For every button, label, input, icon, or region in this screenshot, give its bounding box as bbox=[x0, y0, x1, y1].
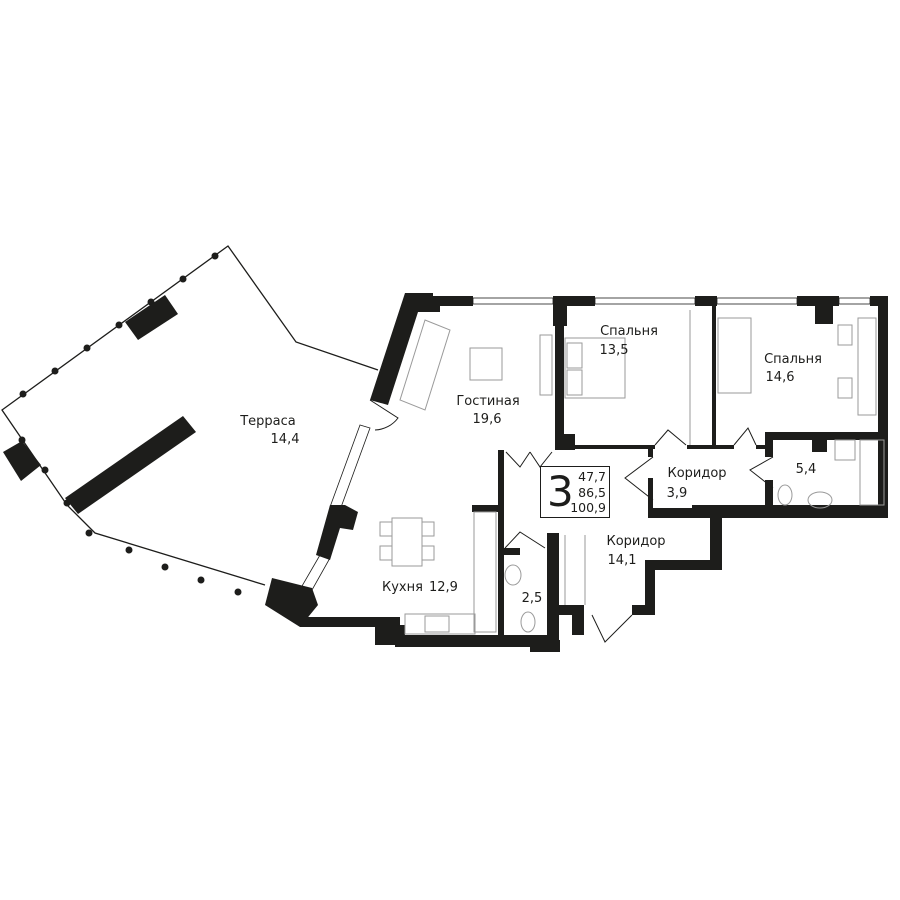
room-area-wc: 2,5 bbox=[521, 591, 543, 606]
total-area-with-terrace: 100,9 bbox=[570, 500, 606, 515]
terrace-railing-posts bbox=[18, 252, 242, 596]
room-area-corridor-2: 14,1 bbox=[607, 553, 637, 568]
tv-stand bbox=[539, 334, 553, 396]
double-bed bbox=[564, 337, 626, 399]
room-name-bedroom-2: Спальня bbox=[764, 352, 822, 367]
desk bbox=[857, 317, 877, 416]
total-area: 86,5 bbox=[578, 484, 606, 500]
sofa bbox=[399, 319, 451, 411]
washer bbox=[834, 439, 856, 461]
terrace-glazing bbox=[301, 424, 371, 591]
room-name-corridor-1: Коридор bbox=[667, 466, 727, 481]
living-area: 47,7 bbox=[578, 469, 606, 484]
room-area-kitchen: 12,9 bbox=[429, 580, 458, 595]
room-area-living: 19,6 bbox=[472, 412, 502, 427]
room-name-bedroom-1: Спальня bbox=[600, 324, 658, 339]
bathtub bbox=[859, 439, 885, 506]
room-name-terrace: Терраса bbox=[240, 414, 296, 429]
coffee-table bbox=[469, 347, 503, 381]
single-bed bbox=[717, 317, 752, 394]
furniture bbox=[379, 310, 885, 635]
dining-table bbox=[391, 517, 423, 567]
room-name-corridor-2: Коридор bbox=[606, 534, 666, 549]
apartment-summary-badge: 3 47,7 86,5 100,9 bbox=[540, 466, 610, 518]
room-name-living: Гостиная bbox=[456, 394, 520, 409]
terrace bbox=[1, 245, 379, 586]
terrace-columns bbox=[3, 295, 196, 514]
kitchen-counter bbox=[473, 511, 497, 633]
room-area-bedroom-1: 13,5 bbox=[599, 343, 629, 358]
walls bbox=[265, 293, 888, 652]
room-area-corridor-1: 3,9 bbox=[666, 486, 688, 501]
room-name-kitchen: Кухня bbox=[382, 580, 423, 595]
room-area-bathroom: 5,4 bbox=[795, 462, 817, 477]
room-area-terrace: 14,4 bbox=[270, 432, 300, 447]
room-area-bedroom-2: 14,6 bbox=[765, 370, 795, 385]
doors bbox=[369, 399, 774, 643]
rooms-count: 3 bbox=[547, 467, 574, 516]
